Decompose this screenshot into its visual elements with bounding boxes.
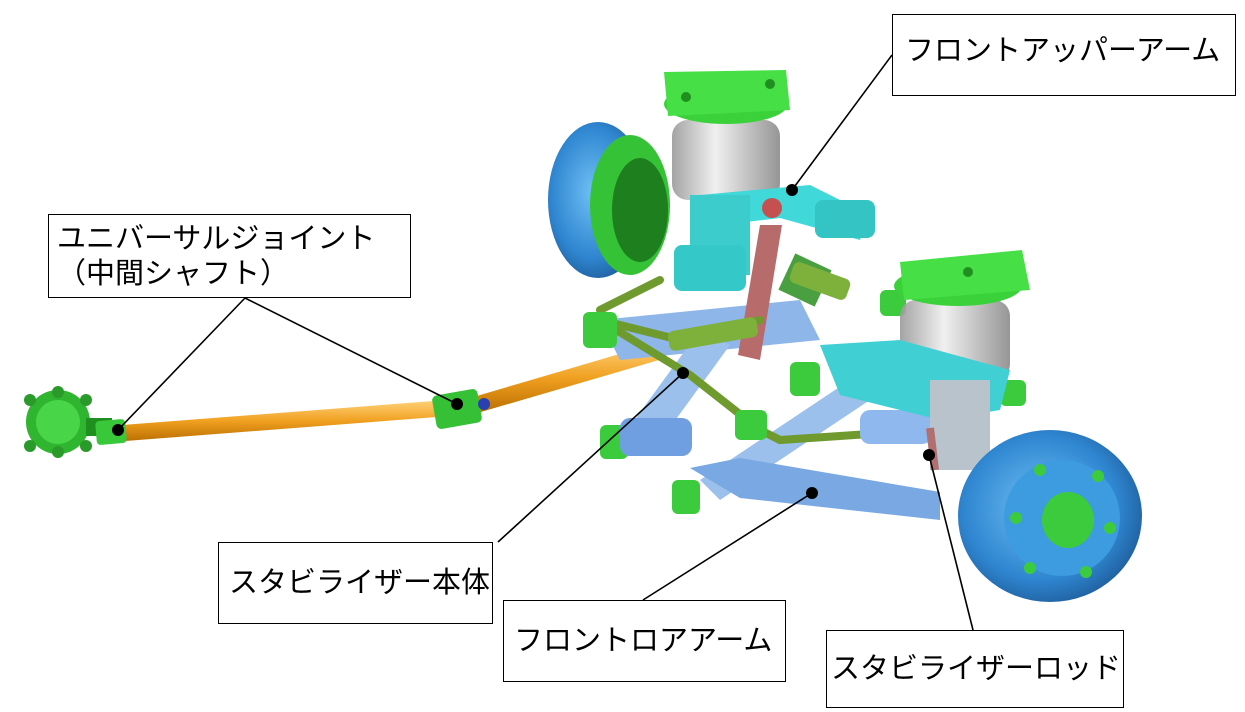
callout-stabilizer-rod: スタビライザーロッド bbox=[826, 630, 1124, 708]
callout-text: スタビライザー本体 bbox=[229, 565, 491, 599]
marker-upper-arm bbox=[786, 184, 798, 196]
callout-text: フロントロアアーム bbox=[514, 623, 773, 657]
stabilizer-springs bbox=[667, 262, 851, 351]
callout-text: スタビライザーロッド bbox=[831, 651, 1122, 685]
left-brake-drum bbox=[548, 122, 670, 278]
callout-stabilizer-body: スタビライザー本体 bbox=[218, 542, 493, 624]
left-air-spring bbox=[664, 70, 790, 200]
callout-text: フロントアッパーアーム bbox=[905, 33, 1221, 67]
lower-arm bbox=[620, 410, 940, 520]
callout-text-line1: ユニバーサルジョイント bbox=[57, 221, 376, 255]
intermediate-shaft bbox=[95, 342, 666, 445]
marker-dots bbox=[112, 184, 935, 499]
marker-uj-left bbox=[112, 424, 124, 436]
right-brake-drum bbox=[958, 430, 1142, 602]
callout-front-upper-arm: フロントアッパーアーム bbox=[892, 14, 1236, 96]
marker-lower-arm bbox=[806, 487, 818, 499]
left-upper-arm bbox=[674, 185, 875, 291]
stabilizer-rod bbox=[926, 427, 939, 471]
marker-stab-rod bbox=[923, 449, 935, 461]
marker-uj-right bbox=[451, 398, 463, 410]
callout-text-line2: （中間シャフト） bbox=[57, 255, 290, 290]
callout-front-lower-arm: フロントロアアーム bbox=[503, 600, 786, 682]
callout-universal-joint: ユニバーサルジョイント （中間シャフト） bbox=[48, 214, 411, 298]
right-upper-arm bbox=[820, 340, 1010, 470]
leader-lines bbox=[117, 54, 974, 631]
marker-stabilizer bbox=[677, 367, 689, 379]
